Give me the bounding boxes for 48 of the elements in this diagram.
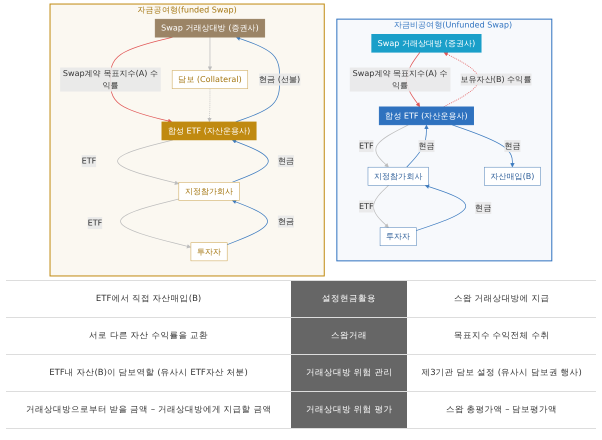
table-cell: 제3기관 담보 설정 (유사시 담보권 행사) — [407, 354, 596, 392]
edge-label: 현금 — [504, 141, 521, 151]
node-box: 투자자 — [380, 227, 417, 246]
table-cell: ETF내 자산(B)이 담보역할 (유사시 ETF자산 처분) — [6, 354, 292, 392]
arrow — [376, 124, 409, 168]
table-cell: 설정현금활용 — [291, 280, 408, 318]
table-cell: 스왑거래 — [291, 318, 408, 354]
edge-label: 현금 — [278, 156, 294, 166]
table-cell: ETF에서 직접 자산매입(B) — [6, 280, 292, 318]
table-cell: 목표지수 수익전체 수취 — [407, 318, 596, 354]
arrow — [373, 184, 390, 228]
edge-label: 현금 — [475, 202, 492, 212]
table-cell: 서로 다른 자산 수익률을 교환 — [6, 318, 292, 354]
node-box: 담보 (Collateral) — [172, 70, 248, 89]
arrow — [226, 200, 268, 246]
arrow — [406, 124, 429, 168]
node-box: 투자자 — [190, 242, 228, 262]
arrow — [452, 124, 515, 168]
edge-label: ETF — [88, 218, 102, 228]
arrow — [207, 88, 212, 122]
arrow — [117, 140, 180, 185]
edge-label: Swap계약 목표지수(A) 수익률 — [62, 68, 158, 90]
edge-label: ETF — [359, 141, 374, 151]
node-box: Swap 거래상대방 (증권사) — [371, 34, 482, 53]
table-cell: 거래상대방으로부터 받을 금액 – 거래상대방에게 지급할 금액 — [6, 392, 292, 428]
arrow — [232, 139, 269, 183]
edge-label: 현금 (선불) — [259, 74, 300, 84]
edge-label: 현금 — [278, 216, 294, 226]
edge-label: 보유자산(B) 수익률 — [460, 74, 532, 84]
arrow — [120, 198, 192, 248]
edge-label: Swap계약 목표지수(A) 수익률 — [352, 68, 448, 90]
table-cell: 스왑 총평가액 – 담보평가액 — [407, 392, 596, 428]
node-box: 합성 ETF (자산운용사) — [378, 106, 474, 126]
table-cell: 거래상대방 위험 관리 — [291, 354, 408, 392]
table-cell: 스왑 거래상대방에 지급 — [407, 280, 596, 318]
arrow — [444, 52, 480, 108]
edge-label: ETF — [359, 201, 374, 212]
node-box: 합성 ETF (자산운용사) — [162, 122, 257, 140]
arrow — [416, 184, 466, 231]
arrow — [235, 36, 280, 122]
node-box: Swap 거래상대방 (증권사) — [154, 18, 266, 38]
node-box: 지정참가회사 — [368, 166, 429, 186]
edge-label: 현금 — [418, 141, 435, 151]
table-cell: 거래상대방 위험 평가 — [291, 392, 408, 428]
edge-label: ETF — [82, 156, 96, 166]
node-box: 자산매입(B) — [484, 166, 541, 186]
arrow — [208, 36, 212, 71]
node-box: 지정참가회사 — [178, 182, 240, 201]
